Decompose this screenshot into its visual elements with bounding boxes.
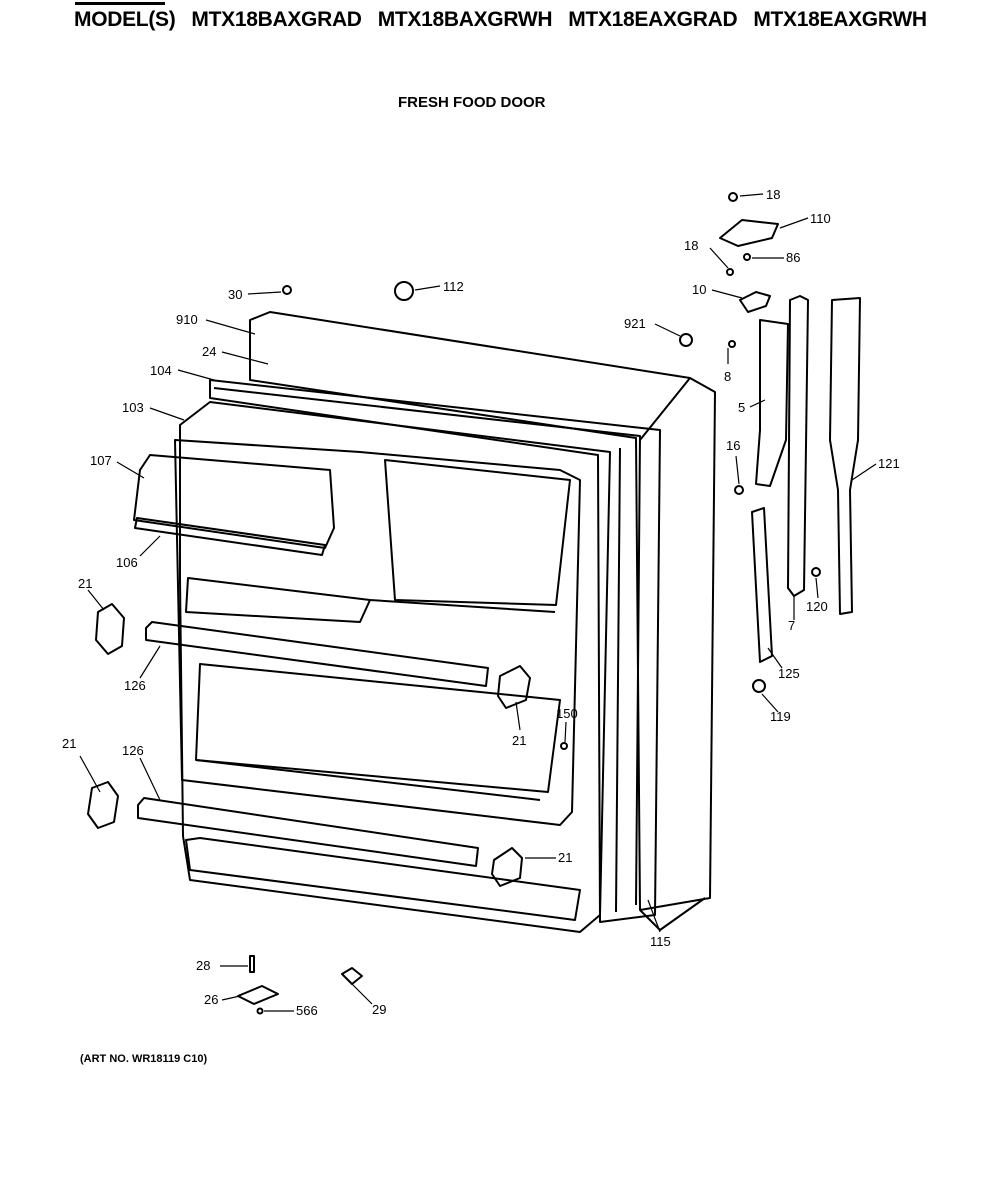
top-hinge	[719, 219, 779, 247]
callout-30: 30	[228, 287, 242, 302]
door-end-strip	[787, 295, 809, 597]
bushing	[341, 967, 363, 985]
shelf-retainer-right-upper	[497, 665, 531, 709]
callout-112: 112	[443, 279, 464, 294]
dairy-door-hinge-strip	[134, 517, 326, 556]
screw-30	[282, 285, 292, 295]
hinge-plate	[739, 291, 771, 313]
callout-126: 126	[124, 678, 146, 693]
callout-107: 107	[90, 453, 112, 468]
door-shelf-bar-upper	[145, 621, 489, 687]
dairy-compartment-door	[133, 454, 335, 549]
callout-86: 86	[786, 250, 800, 265]
model-number: MTX18BAXGRWH	[377, 8, 553, 31]
screw-566	[256, 1007, 264, 1015]
plug-112	[394, 281, 414, 301]
callout-126: 126	[122, 743, 144, 758]
screw-86	[743, 253, 751, 261]
callout-5: 5	[738, 400, 745, 415]
callout-106: 106	[116, 555, 138, 570]
door-shelf-bar-lower	[137, 797, 479, 867]
upper-compartment	[384, 459, 571, 606]
callout-110: 110	[810, 211, 831, 226]
screw-8	[728, 340, 736, 348]
section-title: FRESH FOOD DOOR	[398, 94, 546, 111]
callout-21: 21	[62, 736, 76, 751]
callout-24: 24	[202, 344, 216, 359]
callout-125: 125	[778, 666, 800, 681]
model-list: MODEL(S) MTX18BAXGRAD MTX18BAXGRWH MTX18EAX…	[74, 8, 943, 32]
door-gasket-inner	[213, 387, 641, 913]
callout-119: 119	[770, 709, 791, 724]
hinge-cover	[755, 319, 789, 487]
models-prefix: MODEL(S)	[74, 8, 176, 31]
callout-121: 121	[878, 456, 900, 471]
door-outer-panel	[249, 311, 716, 911]
callout-10: 10	[692, 282, 706, 297]
callout-104: 104	[150, 363, 172, 378]
callout-150: 150	[556, 706, 578, 721]
middle-compartment-floor	[195, 759, 541, 801]
fastener-119	[752, 679, 766, 693]
model-number: MTX18EAXGRWH	[753, 8, 927, 31]
screw-18-lower	[726, 268, 734, 276]
shelf-retainer-left-upper	[95, 603, 125, 655]
callout-18: 18	[766, 187, 780, 202]
callout-29: 29	[372, 1002, 386, 1017]
callout-labels: 18 110 18 86 10 30 112 910 921 24 8 104 …	[62, 187, 900, 1018]
callout-120: 120	[806, 599, 828, 614]
door-liner	[179, 401, 611, 933]
art-number: (ART NO. WR18119 C10)	[80, 1053, 208, 1065]
model-number: MTX18EAXGRAD	[568, 8, 738, 31]
screw-150	[560, 742, 568, 750]
model-number: MTX18BAXGRAD	[191, 8, 362, 31]
shelf-retainer-left-lower	[87, 781, 119, 829]
callout-921: 921	[624, 316, 646, 331]
callout-21: 21	[78, 576, 92, 591]
handle-trim	[751, 507, 773, 663]
middle-compartment	[195, 663, 561, 793]
clip-120	[811, 567, 821, 577]
callout-7: 7	[788, 618, 795, 633]
hinge-pin	[249, 955, 255, 973]
plug-921	[679, 333, 693, 347]
callout-566: 566	[296, 1003, 318, 1018]
shelf-retainer-right-lower	[491, 847, 523, 887]
callout-16: 16	[726, 438, 740, 453]
upper-compartment-shelf	[185, 577, 556, 623]
callout-21: 21	[512, 733, 526, 748]
door-handle	[829, 297, 861, 615]
callout-28: 28	[196, 958, 210, 973]
callout-103: 103	[122, 400, 144, 415]
bottom-hinge-plate	[237, 985, 279, 1005]
callout-18: 18	[684, 238, 698, 253]
door-outer-edge	[639, 377, 706, 931]
header-rule	[75, 2, 165, 5]
callout-21: 21	[558, 850, 572, 865]
callout-910: 910	[176, 312, 198, 327]
leader-lines	[79, 193, 877, 1012]
callout-8: 8	[724, 369, 731, 384]
bottom-tray	[185, 837, 581, 921]
callout-26: 26	[204, 992, 218, 1007]
door-liner-face	[174, 439, 581, 826]
screw-18-top	[728, 192, 738, 202]
screw-16	[734, 485, 744, 495]
door-gasket	[209, 379, 661, 923]
callout-115: 115	[650, 934, 671, 949]
